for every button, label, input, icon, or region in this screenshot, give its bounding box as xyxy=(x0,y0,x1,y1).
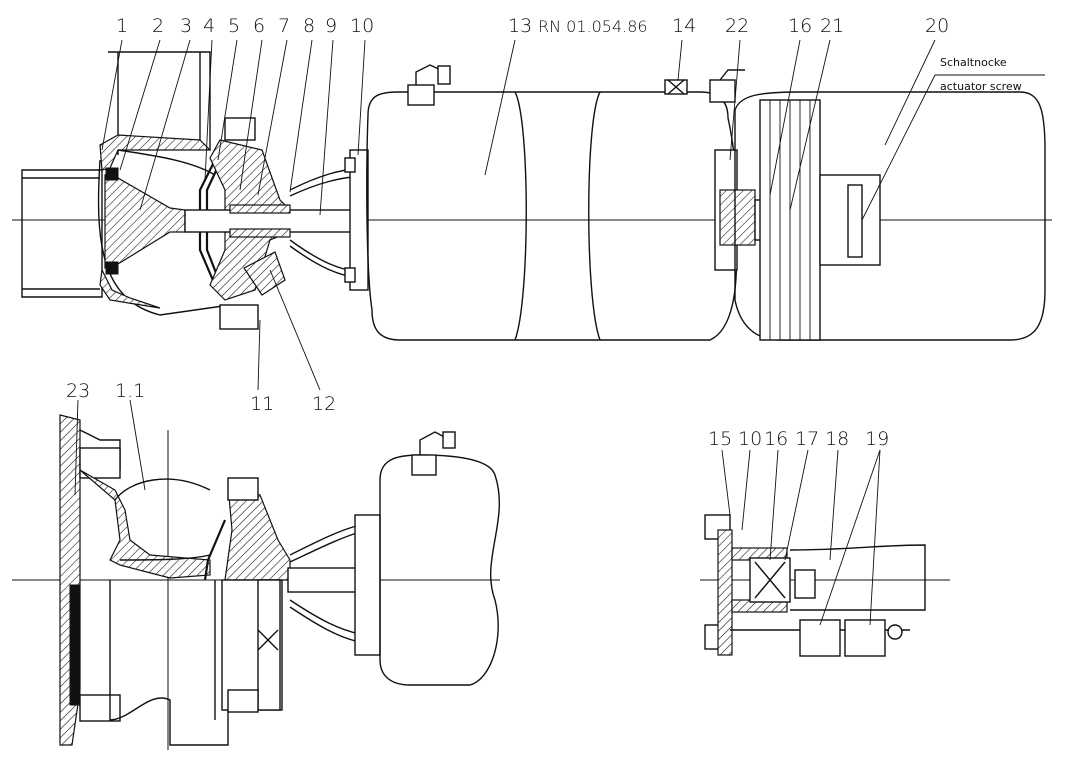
callout-1-1: 1.1 xyxy=(115,380,145,402)
bolt-bottom xyxy=(219,304,259,330)
callout-15: 15 xyxy=(708,428,732,450)
callout-3: 3 xyxy=(180,15,192,37)
callout-16b: 16 xyxy=(764,428,788,450)
callout-16: 16 xyxy=(788,15,812,37)
callout-19: 19 xyxy=(865,428,889,450)
spindle xyxy=(184,204,356,238)
callout-22: 22 xyxy=(725,15,749,37)
callout-10: 10 xyxy=(350,15,374,37)
callout-7: 7 xyxy=(278,15,290,37)
inlet-pipe xyxy=(21,169,103,298)
callout-5: 5 xyxy=(228,15,240,37)
tank-mounted-view: 23 1.1 xyxy=(12,380,500,750)
label-actuator-screw: actuator screw xyxy=(940,80,1022,93)
callout-21: 21 xyxy=(820,15,844,37)
callout-2: 2 xyxy=(152,15,164,37)
callout-13: 13 xyxy=(508,15,532,37)
leader-lines-main xyxy=(101,39,1045,391)
callout-20: 20 xyxy=(925,15,949,37)
seal-ring-top xyxy=(105,167,119,181)
callout-9: 9 xyxy=(325,15,337,37)
valve-disc xyxy=(104,167,186,275)
callout-10b: 10 xyxy=(738,428,762,450)
plug-12 xyxy=(243,251,286,296)
flange xyxy=(344,149,369,291)
switch-box xyxy=(734,91,1046,341)
callout-8: 8 xyxy=(303,15,315,37)
callout-1: 1 xyxy=(116,15,128,37)
seal-ring-bottom xyxy=(105,261,119,275)
reference-number: RN 01.054.86 xyxy=(538,17,648,36)
switch-box-detail-view: 15 10 16 17 18 19 xyxy=(700,428,950,657)
callout-11: 11 xyxy=(250,393,274,415)
callout-14: 14 xyxy=(672,15,696,37)
callout-6: 6 xyxy=(253,15,265,37)
callout-23: 23 xyxy=(66,380,90,402)
callout-4: 4 xyxy=(203,15,215,37)
pneumatic-actuator xyxy=(366,64,738,341)
callout-17: 17 xyxy=(795,428,819,450)
main-assembly-view: 1 2 3 4 5 6 7 8 9 10 13 RN 01.054.86 14 … xyxy=(12,15,1052,415)
callout-18: 18 xyxy=(825,428,849,450)
label-schaltnocke: Schaltnocke xyxy=(940,56,1007,69)
callout-12: 12 xyxy=(312,393,336,415)
bolt-top xyxy=(224,117,256,141)
